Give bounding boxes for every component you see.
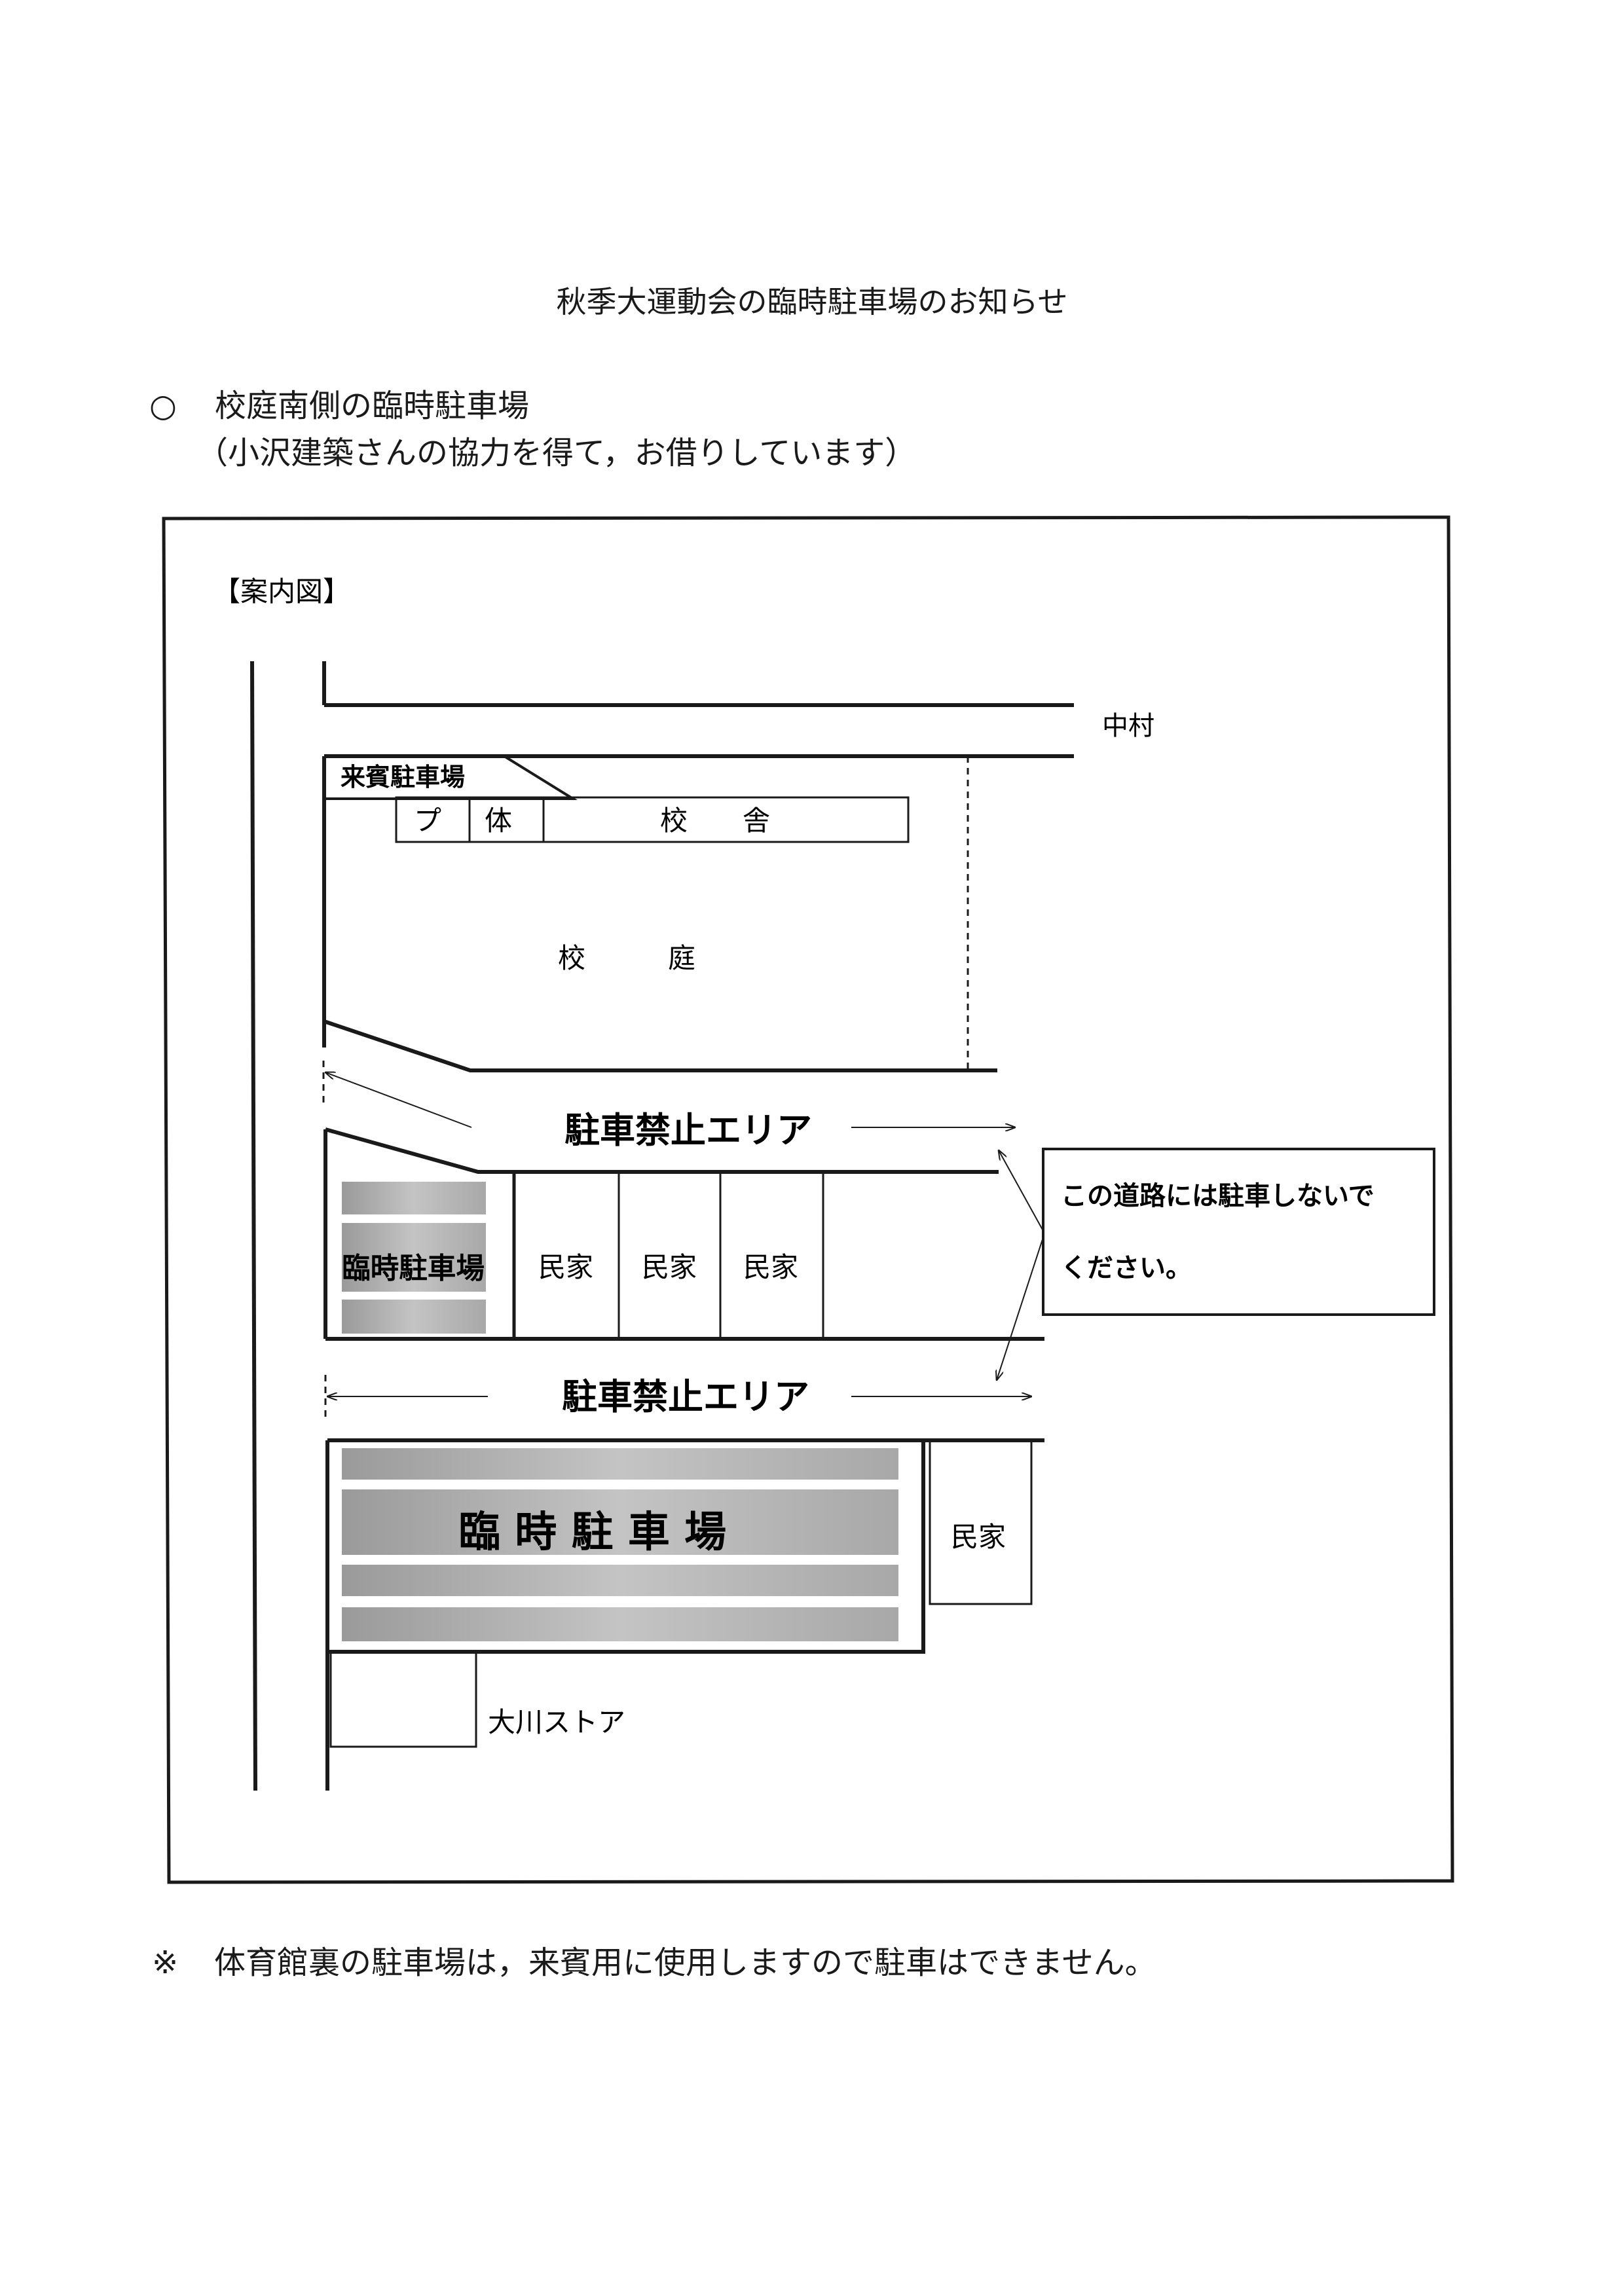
page-title: 秋季大運動会の臨時駐車場のお知らせ	[556, 284, 1068, 319]
house-4-box	[929, 1439, 1033, 1605]
large-lot-stripe-3	[342, 1565, 898, 1596]
large-lot-stripe-1	[342, 1448, 898, 1480]
label-house-4: 民家	[951, 1521, 1006, 1553]
label-pool: プ	[414, 805, 441, 837]
footnote: ※ 体育館裏の駐車場は，来賓用に使用しますので駐車はできません。	[152, 1937, 1156, 1982]
label-gym: 体	[485, 805, 512, 837]
map-frame	[162, 515, 1454, 1884]
guest-parking-tab	[324, 755, 578, 800]
label-house-2: 民家	[642, 1251, 697, 1283]
temp-parking-small-stripe-2	[342, 1223, 486, 1292]
school-building-strip	[395, 796, 910, 843]
store-box	[329, 1650, 477, 1748]
label-nakamura: 中村	[1102, 711, 1154, 741]
bullet-circle: ○	[149, 388, 177, 424]
middle-block-outline	[325, 1127, 999, 1174]
callout-line-1: この道路には駐車しないで	[1061, 1181, 1375, 1211]
temp-parking-small-stripe-1	[342, 1182, 486, 1214]
temp-parking-small-stripe-3	[342, 1300, 486, 1334]
footnote-text: 体育館裏の駐車場は，来賓用に使用しますので駐車はできません。	[214, 1944, 1156, 1981]
section-subheading: （小沢建築さんの協力を得て，お借りしています）	[196, 435, 917, 471]
label-temp-parking-small: 臨時駐車場	[342, 1252, 485, 1285]
label-store: 大川ストア	[488, 1706, 625, 1738]
label-no-parking-2: 駐車禁止エリア	[562, 1376, 809, 1417]
label-temp-parking-large: 臨 時 駐 車 場	[458, 1508, 726, 1557]
label-schoolyard: 校 庭	[558, 942, 695, 974]
no-parking-arrow-left-1	[325, 1072, 472, 1128]
callout-arrow-up	[999, 1150, 1044, 1231]
section-heading: ○ 校庭南側の臨時駐車場	[149, 380, 529, 426]
large-lot-stripe-4	[342, 1607, 898, 1641]
large-lot-stripe-2	[342, 1489, 898, 1555]
label-no-parking-1: 駐車禁止エリア	[564, 1110, 812, 1151]
label-house-3: 民家	[743, 1251, 798, 1283]
callout-box	[1042, 1148, 1435, 1316]
label-school-building: 校 舎	[660, 805, 770, 837]
label-house-1: 民家	[538, 1251, 593, 1283]
callout-line-2: ください。	[1061, 1253, 1192, 1283]
main-road-west-edge	[250, 661, 257, 1791]
footnote-mark: ※	[152, 1944, 179, 1981]
schoolyard-south-edge	[323, 1019, 997, 1072]
section-heading-text: 校庭南側の臨時駐車場	[215, 388, 530, 424]
callout-arrow-down	[997, 1237, 1044, 1380]
label-guest-parking: 来賓駐車場	[341, 763, 465, 792]
map-caption: 【案内図】	[213, 575, 350, 608]
large-lot-outline	[327, 1438, 925, 1654]
